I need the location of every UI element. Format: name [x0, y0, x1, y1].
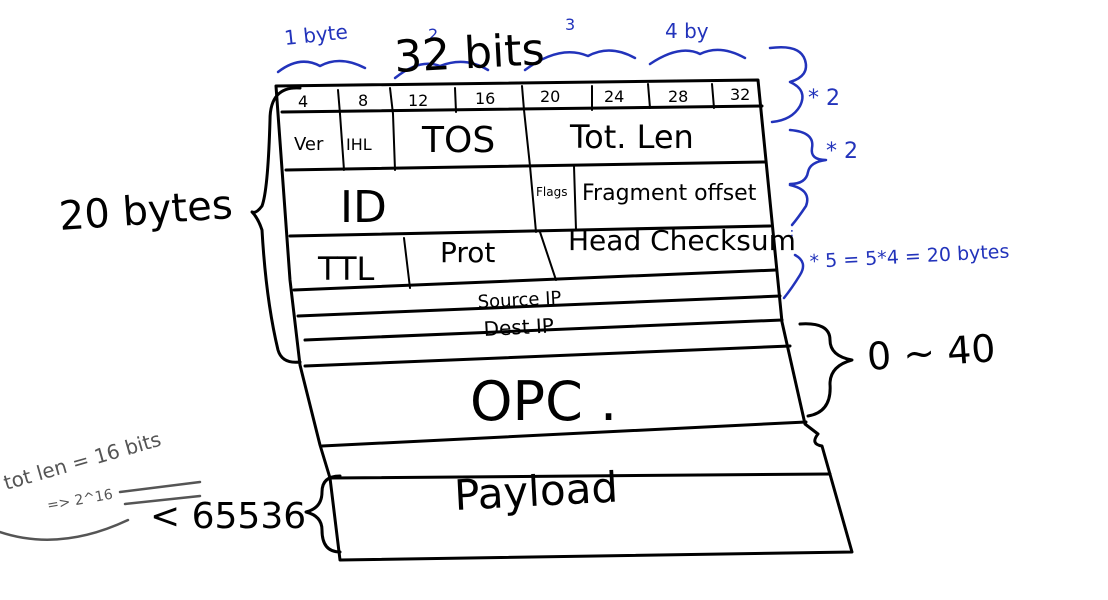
header-brace [250, 86, 302, 364]
bit-width-title: 32 bits [393, 24, 546, 83]
byte-2-label: 2 [428, 25, 438, 44]
two-pow-note: => 2^16 [46, 487, 114, 514]
byte-2-brace [393, 60, 490, 80]
tick-divider [711, 83, 715, 109]
id-field: ID [340, 182, 387, 233]
row-brace-2 [788, 128, 828, 186]
row-brace-3 [788, 183, 809, 227]
dest-ip-field: Dest IP [483, 313, 554, 341]
tick-divider [337, 89, 341, 115]
row2-div [529, 165, 537, 233]
ver-field: Ver [294, 134, 324, 155]
checksum-field: Head Checksum [568, 224, 796, 257]
bit-tick: 24 [604, 87, 624, 106]
tick-divider [389, 87, 394, 115]
row3-div [539, 231, 557, 281]
max-len-note: < 65536 [150, 496, 306, 537]
byte-3-brace [523, 49, 637, 72]
byte-3-label: 3 [565, 15, 575, 34]
source-ip-field: Source IP [477, 288, 562, 313]
ihl-field: IHL [346, 135, 372, 154]
underline-2 [123, 494, 202, 506]
tick-row-line [280, 104, 764, 114]
bit-tick: 12 [408, 91, 428, 110]
dots: ⋮ [785, 228, 799, 244]
bit-tick: 20 [540, 87, 560, 106]
row1-div [523, 109, 531, 167]
tick-divider [521, 85, 525, 111]
row-line-6 [303, 344, 792, 368]
payload-brace [304, 474, 342, 554]
row-line-5 [303, 318, 784, 342]
rows-x2-a: * 2 [808, 86, 840, 111]
row3-div [403, 237, 411, 289]
options-field: OPC . [470, 370, 617, 433]
bit-tick: 32 [730, 85, 750, 104]
ttl-field: TTL [317, 250, 375, 288]
header-size-label: 20 bytes [57, 182, 234, 240]
options-brace [798, 322, 854, 418]
options-range-label: 0 ~ 40 [866, 326, 997, 379]
tot-len-field: Tot. Len [569, 118, 694, 156]
byte-4-brace [648, 48, 747, 66]
row-brace-4 [782, 253, 805, 300]
tos-field: TOS [421, 120, 495, 161]
prot-field: Prot [440, 236, 495, 269]
note-arrow [0, 518, 130, 541]
byte-4-label: 4 by [665, 19, 709, 43]
row1-div [392, 113, 396, 171]
byte-1-label: 1 byte [283, 19, 349, 50]
row-line-3 [292, 268, 778, 292]
tot-len-note: tot len = 16 bits [1, 427, 164, 495]
table-frame [274, 78, 854, 562]
tick-divider [454, 87, 457, 113]
payload-top-line [328, 472, 832, 480]
row1-div [339, 113, 345, 171]
rows-x5: * 5 = 5*4 = 20 bytes [809, 241, 1010, 273]
tick-divider [647, 83, 651, 109]
bit-tick: 8 [358, 91, 368, 110]
row-line-1 [284, 160, 767, 172]
rows-x2-b: * 2 [826, 139, 858, 164]
flags-field: Flags [536, 185, 567, 199]
underline-1 [118, 480, 202, 494]
row-line-4 [296, 294, 782, 318]
payload-field: Payload [453, 462, 619, 520]
bit-tick: 4 [298, 92, 308, 111]
frag-offset-field: Fragment offset [582, 181, 757, 206]
bit-tick: 16 [475, 89, 495, 108]
row2-div [573, 165, 577, 231]
row-line-7 [320, 420, 808, 448]
bit-tick: 28 [668, 87, 688, 106]
row-brace-1 [768, 46, 808, 124]
byte-1-brace [276, 59, 367, 74]
row-line-2 [288, 224, 772, 238]
